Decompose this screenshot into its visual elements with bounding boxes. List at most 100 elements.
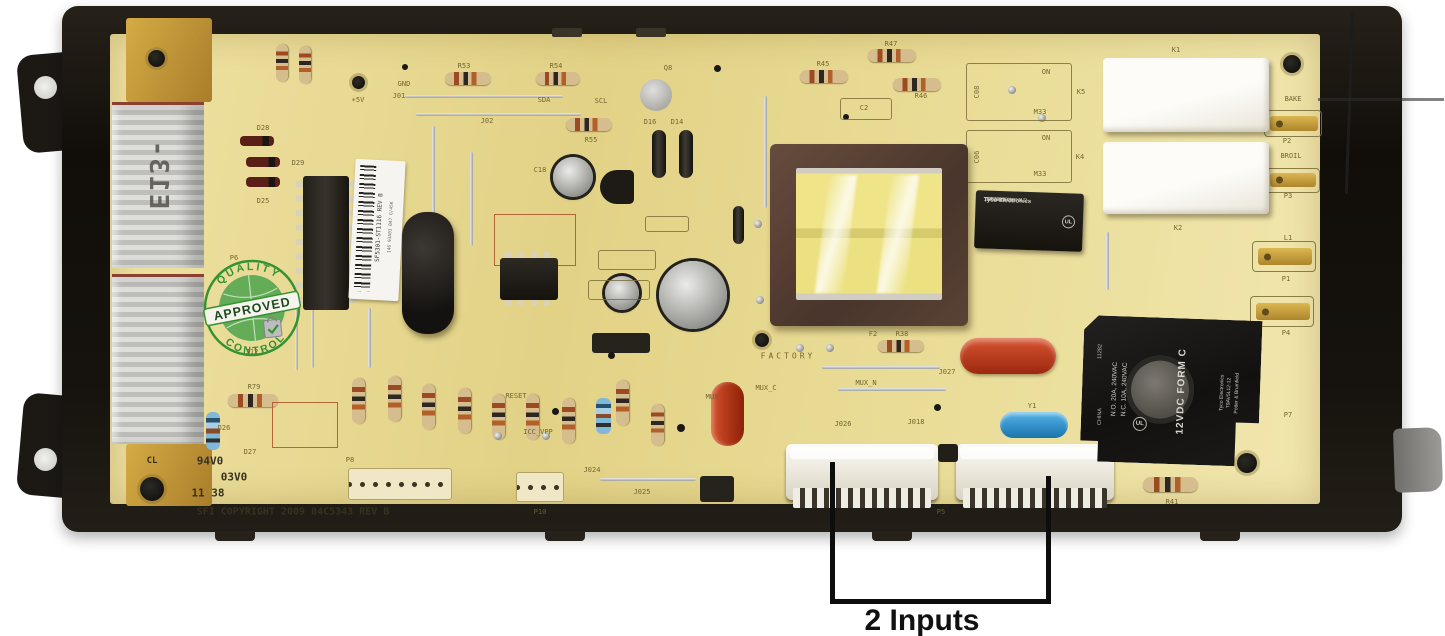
silkscreen-label: BAKE: [1284, 95, 1302, 103]
sbox-component: [588, 280, 650, 300]
hole-component: [148, 50, 165, 67]
blackbox-component: [592, 333, 650, 353]
silkscreen-label: M33: [1033, 108, 1047, 116]
bracket-line-left: [830, 462, 835, 604]
pin-component: [826, 344, 834, 352]
silkscreen-label: P4: [1281, 329, 1291, 337]
silkscreen-label: 94V0: [196, 454, 224, 468]
gold-edge-pad-top: [126, 18, 212, 102]
bag-check-icon: [263, 316, 283, 339]
silkscreen-label: R55: [584, 136, 598, 144]
wireh-component: [416, 113, 581, 116]
silkscreen-label: P1: [1281, 275, 1291, 283]
res-h-component: [800, 70, 848, 83]
cap-component: [553, 157, 593, 197]
frame-nub: [872, 531, 912, 541]
hole-component: [1237, 453, 1257, 473]
transformer-winding-tape: [796, 168, 942, 300]
ribbon-segment: [112, 274, 204, 444]
res-v-component: [651, 404, 664, 446]
wirev-component: [368, 308, 371, 368]
silkscreen-label: R47: [884, 40, 898, 48]
wirev-component: [311, 310, 314, 368]
silkscreen-label: P8: [345, 456, 355, 464]
silkscreen-label: J024: [583, 466, 601, 474]
silkscreen-label: L1: [1283, 234, 1293, 242]
bracket-line-bottom: [830, 599, 1051, 604]
diode-h-component: [240, 136, 274, 146]
silkscreen-label: P2: [1282, 137, 1292, 145]
silkscreen-label: M33: [1033, 170, 1047, 178]
silkscreen-label: Q8: [663, 64, 673, 72]
res-h-component: [868, 49, 916, 62]
frame-notch: [552, 28, 582, 37]
pin-component: [1008, 86, 1016, 94]
ribbon-cable: E13-: [112, 102, 204, 444]
pin-component: [542, 432, 550, 440]
silkscreen-label: R54: [549, 62, 563, 70]
holeW-component: [34, 448, 57, 471]
silkscreen-label: P5: [936, 508, 946, 516]
via-component: [677, 424, 685, 432]
mounting-tab-right: [1392, 427, 1444, 493]
res-v-component: [526, 394, 539, 440]
blackbox-component: [700, 476, 734, 502]
res-h-component: [1143, 477, 1198, 492]
hole-component: [352, 76, 365, 89]
cap-component: [659, 261, 727, 329]
hole-component: [140, 477, 164, 501]
wirev-component: [470, 152, 473, 246]
wirev-component: [1106, 232, 1109, 290]
gold-edge-pad-bottom: [126, 444, 212, 506]
res-v-component: [562, 398, 575, 444]
silkscreen-label: J018: [907, 418, 925, 426]
ribbon-segment: [112, 102, 204, 268]
silkscreen-label: R41: [1165, 498, 1179, 506]
hole-component: [755, 333, 769, 347]
dcyl-component: [679, 130, 693, 178]
wireh-component: [838, 388, 946, 391]
silkscreen-label: J12: [245, 348, 259, 356]
silkscreen-label: MUX: [705, 393, 719, 401]
via-component: [934, 404, 941, 411]
sbox-component: [598, 250, 656, 270]
tblack-component: [600, 170, 634, 204]
annotation-label: 2 Inputs: [864, 604, 980, 636]
via-component: [552, 408, 559, 415]
frame-nub: [1200, 531, 1240, 541]
res-v-component: [422, 384, 435, 430]
goldtab-component: [1270, 173, 1316, 187]
goldtab-component: [1258, 248, 1312, 265]
frame-notch: [636, 28, 666, 37]
silkscreen-label: J026: [834, 420, 852, 428]
piezo-buzzer: [402, 212, 454, 334]
res-v-component: [276, 44, 288, 82]
silkscreen-label: RESET: [505, 392, 527, 400]
darknub-component: [938, 444, 958, 462]
diode-h-component: [246, 157, 280, 167]
res-v-component: [388, 376, 401, 422]
diode-h-component: [246, 177, 280, 187]
silkscreen-label: D16: [643, 118, 657, 126]
res-h-component: [536, 72, 580, 85]
silkscreen-label: C06: [973, 150, 981, 164]
res-h-component: [445, 72, 491, 85]
hole-component: [1283, 55, 1301, 73]
silkscreen-label: MUX_N: [855, 379, 877, 387]
silkscreen-label: D26: [217, 424, 231, 432]
power-transformer: [770, 144, 968, 326]
bracket-line-right: [1046, 476, 1051, 604]
silkscreen-label: K1: [1171, 46, 1181, 54]
silkscreen-label: SDA: [537, 96, 551, 104]
frame-nub: [215, 531, 255, 541]
quality-approved-stamp: QUALITY CONTROL APPROVED: [203, 257, 302, 360]
silkscreen-label: SFI COPYRIGHT 2009 84C5343 REV B: [196, 506, 390, 518]
silkscreen-label: CL: [146, 456, 158, 466]
silkscreen-label: J02: [480, 117, 494, 125]
tanconn-component: [348, 468, 452, 500]
sbox-component: [645, 216, 689, 232]
silkscreen-label: ICC_VPP: [523, 428, 553, 436]
res-h-component: [566, 118, 612, 131]
silkscreen-label: J025: [633, 488, 651, 496]
wireh-component: [405, 95, 563, 98]
